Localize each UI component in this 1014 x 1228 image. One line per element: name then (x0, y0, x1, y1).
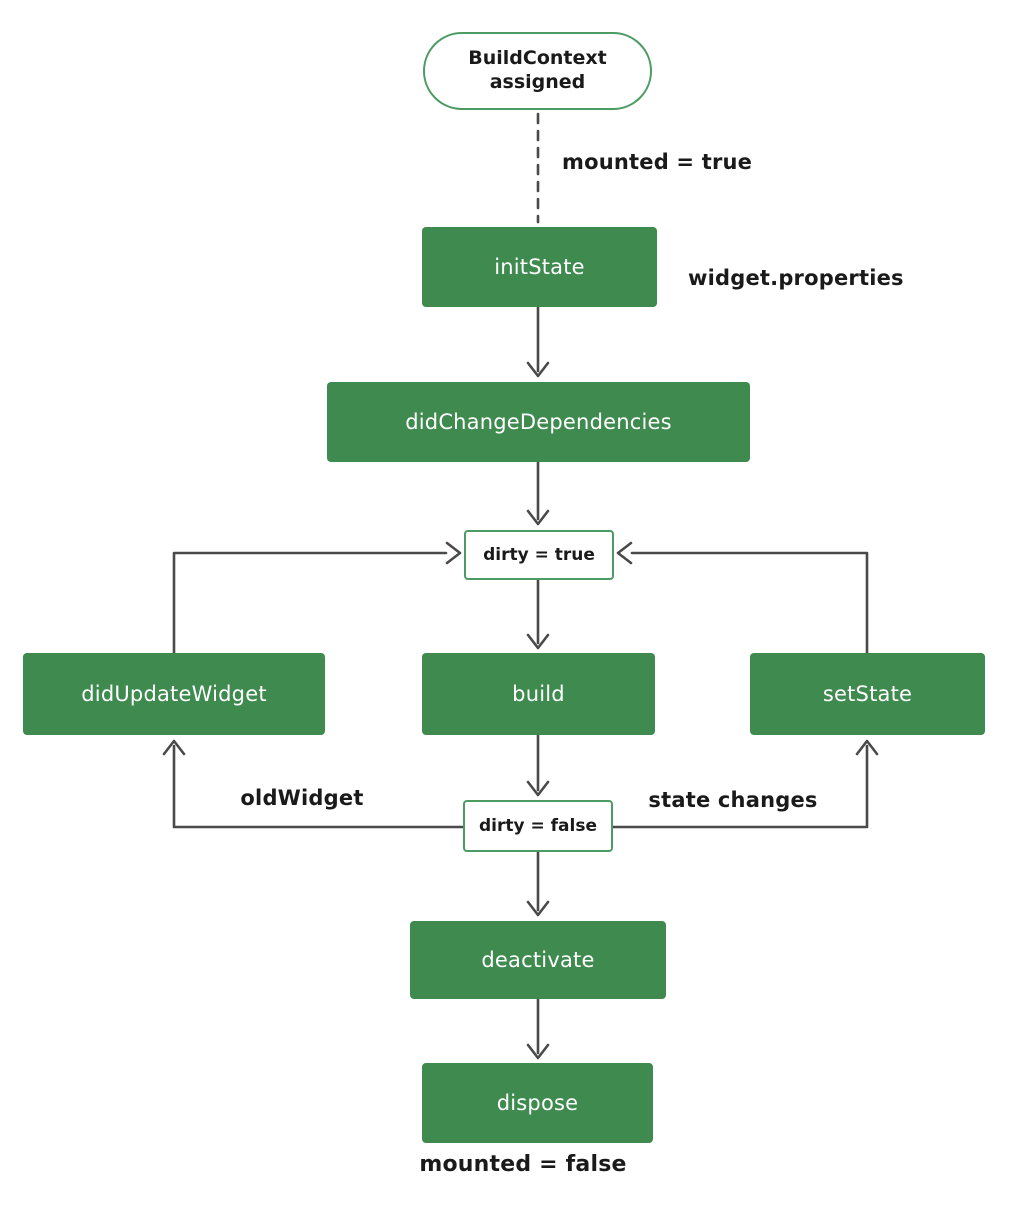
arrowhead-down-dispose (526, 1043, 550, 1060)
arrowhead-up-setstate (855, 739, 879, 756)
arrowhead-right-dirtytrue (445, 541, 462, 565)
arrowhead-down-dirtytrue (526, 509, 550, 526)
edge-label-mounted-false: mounted = false (419, 1152, 627, 1177)
node-initstate: initState (422, 227, 657, 307)
node-buildcontext-assigned-line2: assigned (489, 71, 586, 93)
edge-label-oldwidget: oldWidget (240, 786, 364, 810)
node-didchangedependencies: didChangeDependencies (327, 382, 750, 462)
node-deactivate: deactivate (410, 921, 666, 999)
edge-label-mounted-true: mounted = true (562, 150, 753, 174)
arrowhead-down-didchangedependencies (526, 361, 550, 378)
arrowhead-down-dirtyfalse (526, 780, 550, 797)
node-buildcontext-assigned-line1: BuildContext (468, 47, 607, 70)
arrowhead-down-build (526, 633, 550, 650)
edge-didupdatewidget-to-dirtytrue (172, 551, 448, 655)
edge-label-state-changes: state changes (648, 788, 818, 812)
edge-label-widget-properties: widget.properties (688, 266, 904, 290)
arrowhead-down-deactivate (526, 900, 550, 917)
node-setstate: setState (750, 653, 985, 735)
node-didupdatewidget: didUpdateWidget (23, 653, 325, 735)
edge-dirtyfalse-to-setstate (611, 744, 869, 829)
arrowhead-left-dirtytrue (616, 541, 633, 565)
arrowhead-up-didupdatewidget (162, 739, 186, 756)
node-buildcontext-assigned: BuildContext assigned (423, 32, 652, 110)
edge-dirtyfalse-to-didupdatewidget (172, 744, 465, 829)
node-dispose: dispose (422, 1063, 653, 1143)
node-dirty-true: dirty = true (464, 530, 614, 580)
node-build: build (422, 653, 655, 735)
edge-setstate-to-dirtytrue (630, 551, 869, 655)
node-dirty-false: dirty = false (463, 800, 613, 852)
